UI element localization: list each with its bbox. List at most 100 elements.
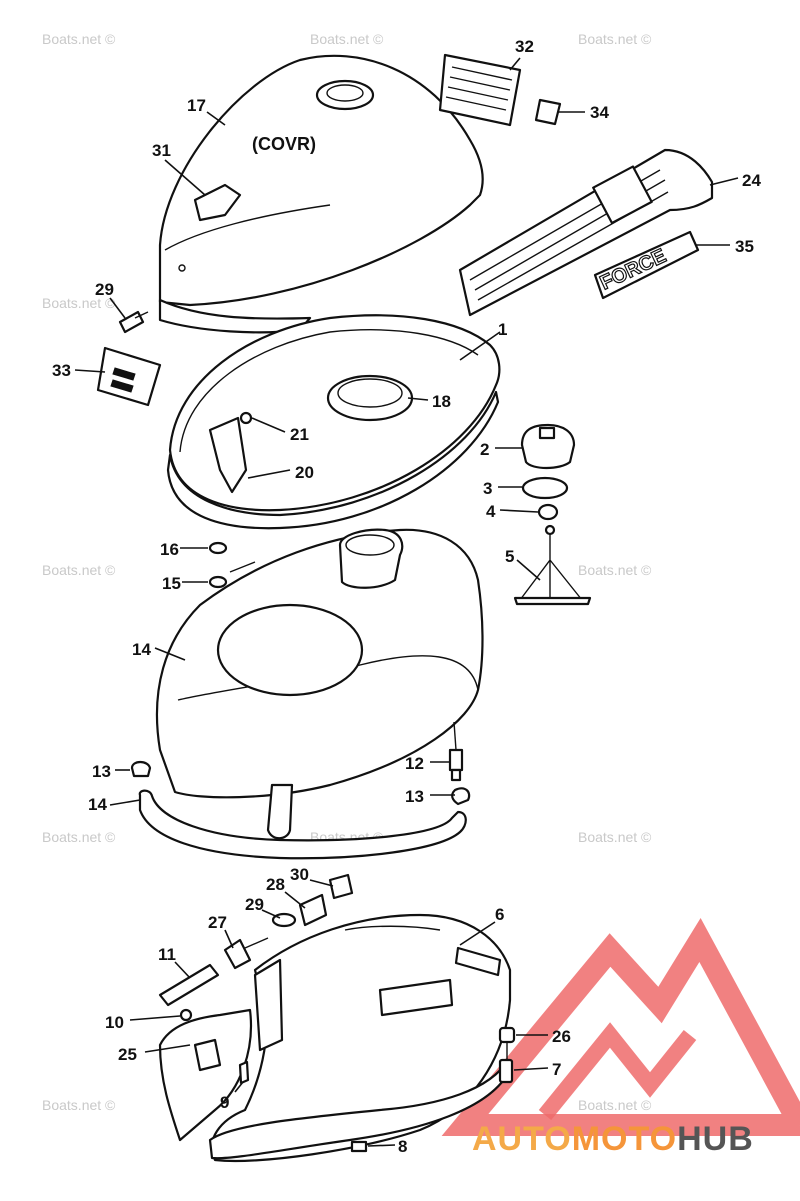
logo-inner-shape bbox=[538, 1022, 697, 1121]
knob-26 bbox=[498, 1026, 516, 1044]
cap-knob bbox=[538, 426, 556, 440]
cowl-bracket bbox=[266, 783, 294, 840]
callout-17: 16 bbox=[160, 540, 179, 559]
rivet-10 bbox=[179, 1008, 193, 1022]
o-ring bbox=[521, 476, 569, 500]
leader-24 bbox=[709, 177, 739, 186]
callout-28: 28 bbox=[266, 875, 285, 894]
seal-outer bbox=[168, 314, 501, 512]
callout-13-right: 13 bbox=[405, 787, 424, 806]
callout-11: 11 bbox=[158, 945, 176, 964]
seal-rim bbox=[166, 390, 500, 530]
grommets bbox=[208, 541, 256, 589]
screw-7 bbox=[498, 1058, 514, 1084]
leader-lines bbox=[74, 57, 739, 1147]
stand-base bbox=[513, 596, 592, 606]
logo-text-hub: HUB bbox=[677, 1120, 754, 1158]
screw-shank bbox=[134, 311, 149, 319]
watermark: Boats.net © bbox=[578, 562, 652, 578]
fastener-stack bbox=[223, 873, 354, 970]
callout-24: 24 bbox=[742, 171, 761, 190]
grommet-17 bbox=[208, 541, 228, 555]
cowl-rim-line bbox=[177, 655, 479, 701]
callout-31: 31 bbox=[152, 141, 171, 160]
bolt-27-head bbox=[223, 938, 252, 970]
seal-inner bbox=[179, 329, 479, 453]
lower-cowl-pad bbox=[378, 978, 454, 1017]
lower-cowl-bracket bbox=[253, 958, 284, 1052]
plug-8 bbox=[350, 1140, 368, 1153]
decal-33 bbox=[96, 346, 162, 407]
cowl-opening bbox=[216, 603, 364, 697]
clip-13-left bbox=[130, 760, 152, 778]
cover-seam bbox=[164, 204, 331, 251]
watermark: Boats.net © bbox=[42, 1097, 116, 1113]
callout-13-left: 13 bbox=[92, 762, 111, 781]
leader-6 bbox=[459, 921, 496, 946]
pin-9 bbox=[238, 1060, 250, 1085]
callout-25: 25 bbox=[118, 1045, 137, 1064]
leader-4 bbox=[499, 509, 539, 513]
badge-plate bbox=[593, 230, 700, 300]
cover-label: (COVR) bbox=[252, 134, 316, 154]
cover-body bbox=[158, 54, 484, 307]
vent-grille bbox=[438, 53, 522, 127]
leader-11 bbox=[174, 961, 191, 979]
grommet-line bbox=[229, 561, 256, 573]
side-panel-boss bbox=[193, 1038, 222, 1072]
watermark: Boats.net © bbox=[578, 1097, 652, 1113]
callout-29-top: 29 bbox=[95, 280, 114, 299]
spring-28 bbox=[298, 893, 328, 927]
logo-text-moto: MOTO bbox=[572, 1120, 677, 1158]
watermark: Boats.net © bbox=[42, 829, 116, 845]
stripe-badge bbox=[592, 165, 653, 225]
badge-text: FORCE bbox=[597, 245, 670, 295]
leader-30 bbox=[309, 879, 334, 887]
decal-marks bbox=[110, 367, 136, 393]
leader-18 bbox=[206, 111, 226, 126]
callout-1: 1 bbox=[498, 320, 507, 339]
callout-8: 8 bbox=[398, 1137, 407, 1156]
leader-10 bbox=[129, 1015, 181, 1021]
leader-19 bbox=[407, 397, 429, 401]
bolt-27-shank bbox=[244, 937, 269, 949]
watermark: Boats.net © bbox=[578, 31, 652, 47]
callout-20: 20 bbox=[295, 463, 314, 482]
screw-body bbox=[448, 748, 464, 772]
leader-1 bbox=[459, 331, 501, 361]
screw-29 bbox=[118, 310, 149, 334]
callout-26: 26 bbox=[552, 1027, 571, 1046]
cowl-filler-neck bbox=[338, 528, 404, 589]
upper-cowl bbox=[155, 528, 484, 840]
cover-vent-inner bbox=[326, 84, 364, 102]
leader-29-lower bbox=[261, 909, 281, 919]
lower-cowl-inner-line bbox=[344, 925, 441, 931]
stand-legs bbox=[519, 534, 583, 601]
leader-15 bbox=[154, 647, 186, 661]
filler-neck-inner bbox=[345, 534, 395, 556]
fuel-cap bbox=[520, 423, 576, 470]
fuel-cap-assembly bbox=[513, 423, 592, 606]
callout-16: 15 bbox=[162, 574, 181, 593]
callout-3: 3 bbox=[483, 479, 492, 498]
automotohub-logo: AUTOMOTOHUB bbox=[441, 918, 800, 1158]
leader-14 bbox=[109, 799, 141, 806]
callout-5: 5 bbox=[505, 547, 514, 566]
cover-hole bbox=[178, 264, 186, 272]
leader-8 bbox=[367, 1144, 396, 1147]
side-panel bbox=[158, 1008, 252, 1142]
watermark: Boats.net © bbox=[310, 31, 384, 47]
leader-5 bbox=[516, 559, 541, 581]
leader-25 bbox=[144, 1044, 191, 1053]
seal-bracket bbox=[208, 416, 248, 494]
callouts: 17 31 32 34 24 35 29 33 1 18 21 20 2 3 4… bbox=[52, 37, 761, 1156]
leader-20 bbox=[247, 469, 291, 479]
grommet-16 bbox=[208, 575, 228, 589]
callout-27: 27 bbox=[208, 913, 227, 932]
callout-35: 35 bbox=[735, 237, 754, 256]
callout-21: 21 bbox=[290, 425, 309, 444]
leader-31 bbox=[164, 159, 206, 196]
screw-shank bbox=[453, 721, 457, 751]
callout-34: 34 bbox=[590, 103, 609, 122]
